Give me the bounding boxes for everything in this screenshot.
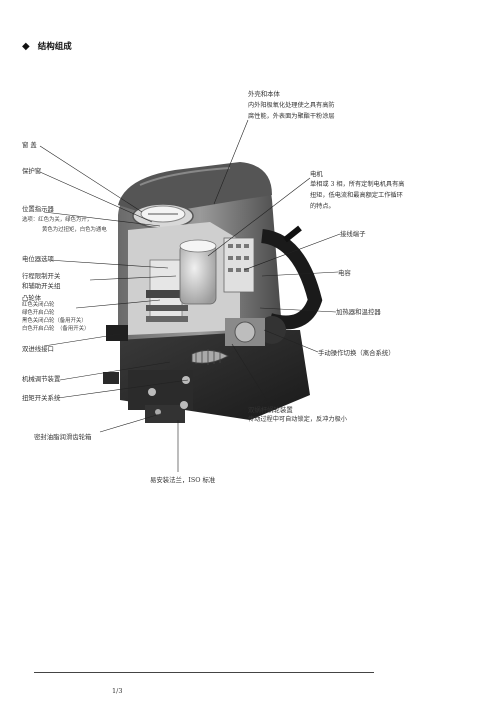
motor-label: 电机 — [310, 170, 323, 178]
section-heading: ◆ 结构组成 — [22, 40, 72, 53]
indicator-desc-line2: 黄色为过扭矩，白色为通电 — [42, 227, 107, 233]
mech-adjust-label: 机械调节装置 — [22, 375, 61, 383]
indicator-desc-line1: 选项：红色为关，绿色为开， — [22, 217, 93, 223]
capacitor-label: 电容 — [338, 269, 351, 277]
section-title: 结构组成 — [37, 42, 72, 52]
worm-gear-desc: 传动过程中可自动锁定，反冲力极小 — [248, 416, 347, 423]
manual-override-label: 手动操作切换（离合系统） — [318, 349, 395, 357]
potentiometer-label: 电位器选项 — [22, 255, 54, 263]
shell-label: 外壳和本体 — [248, 90, 280, 98]
worm-gear-label: 双蜗杆蜗轮装置 — [248, 406, 293, 414]
motor-desc-line2: 扭矩，低电流和最高额定工作循环 — [310, 192, 403, 199]
page-number: 1/3 — [112, 687, 123, 695]
motor-desc-line1: 单相或 3 相，所有定制电机具有高 — [310, 181, 405, 188]
motor-desc-line3: 的特点。 — [310, 203, 335, 210]
heater-label: 加热器和温控器 — [336, 308, 381, 316]
cam-item-white-open: 白色开启凸轮 （备用开关） — [22, 326, 90, 332]
window-cover-label: 窗 盖 — [22, 141, 37, 149]
shell-desc-line2: 腐性能，外表面为聚酯干粉涂层 — [248, 113, 335, 120]
position-indicator-label: 位置指示器 — [22, 205, 54, 213]
shell-desc-line1: 内外阳极氧化处理使之具有高防 — [248, 102, 335, 109]
gearbox-label: 密封油脂润滑齿轮箱 — [34, 433, 92, 441]
cam-label: 凸轮体 — [22, 294, 42, 302]
limit-switch-label-line2: 和辅助开关组 — [22, 282, 61, 290]
limit-switch-label-line1: 行程限制开关 — [22, 272, 61, 280]
flange-label: 易安装法兰，ISO 标准 — [150, 476, 216, 484]
conduit-label: 双进线接口 — [22, 345, 54, 353]
cam-item-black-close: 黑色关闭凸轮（备用开关） — [22, 318, 87, 324]
cam-item-green-open: 绿色开启凸轮 — [22, 310, 55, 316]
footer-divider — [34, 672, 374, 673]
torque-switch-label: 扭矩开关系统 — [22, 394, 61, 402]
cam-item-red-close: 红色关闭凸轮 — [22, 302, 55, 308]
diamond-bullet-icon: ◆ — [22, 40, 30, 52]
protect-window-label: 保护窗 — [22, 167, 42, 175]
terminal-label: 接线端子 — [340, 230, 366, 238]
